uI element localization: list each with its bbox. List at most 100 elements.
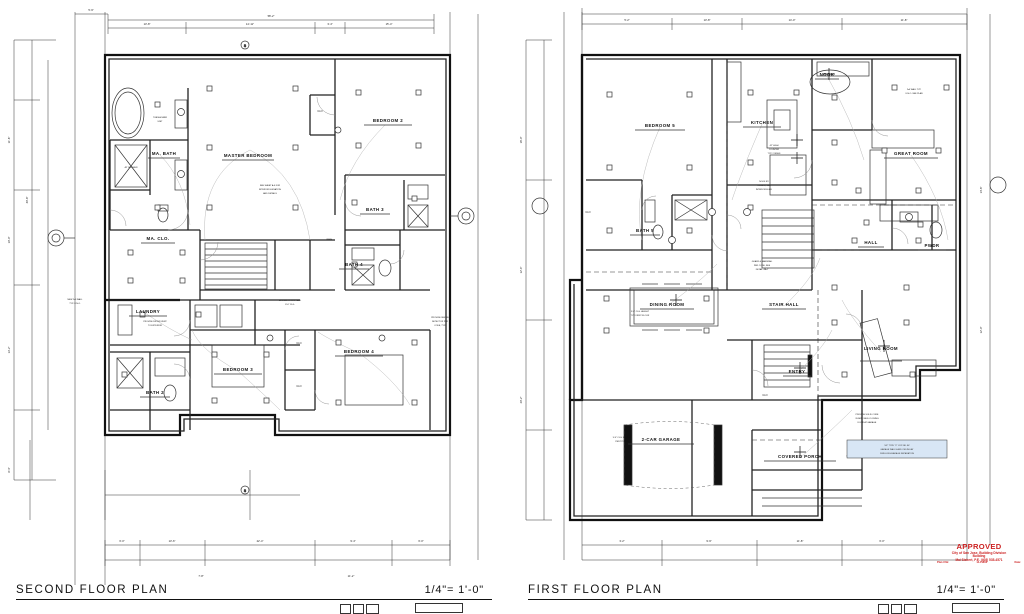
svg-text:14'-0": 14'-0" [789, 18, 796, 22]
electrical-switch-legs [639, 75, 949, 459]
svg-text:6'-0": 6'-0" [119, 539, 124, 543]
annotation-notes: 42" HIGH COUNTER TYP. 2 SIDES NOOK BY OW… [613, 88, 923, 443]
room-labels: MASTER BEDROOM MA. BATH MA. CLO. BEDROOM… [129, 110, 412, 398]
svg-text:13'-8": 13'-8" [144, 22, 151, 26]
svg-text:INTERIOR ELEV.: INTERIOR ELEV. [756, 189, 773, 191]
svg-text:5'-9": 5'-9" [88, 8, 93, 12]
svg-text:NEW 2x6 WALL: NEW 2x6 WALL [68, 298, 84, 301]
door-swings [109, 96, 405, 405]
svg-text:DETAIL 4/A-7: DETAIL 4/A-7 [756, 268, 769, 271]
svg-text:PROVIDE SOLID CORE: PROVIDE SOLID CORE [856, 414, 879, 416]
room-label-bath-4: BATH 4 [339, 262, 369, 270]
garage-slab-outline [623, 421, 715, 489]
svg-text:GUARD & HANDRAIL: GUARD & HANDRAIL [752, 260, 773, 263]
garage-note-box: 5/8" TYPE "X" GYP. BD. AT GARAGE WALLS A… [846, 439, 948, 459]
room-label-bath-3: BATH 3 [360, 207, 390, 215]
svg-text:13'-6": 13'-6" [169, 539, 176, 543]
dimension-text: 5'-2" 13'-8" 14'-0" 11'-8" 3'-2" 9'-9" 1… [519, 18, 983, 543]
room-text: BATH 3 [366, 207, 384, 212]
room-text: MASTER BEDROOM [224, 153, 272, 158]
svg-text:5'-2": 5'-2" [624, 18, 629, 22]
svg-text:11'-8": 11'-8" [901, 18, 908, 22]
room-text: ENTRY [789, 369, 806, 374]
svg-text:3'-4": 3'-4" [327, 22, 332, 26]
room-text: MA. BATH [152, 151, 176, 156]
dimension-lines-top [525, 8, 991, 566]
room-label-closet-entry: CLO [762, 394, 767, 397]
room-text: STAIR HALL [769, 302, 799, 307]
room-label-garage: 2-CAR GARAGE [628, 437, 694, 445]
first-floor-title-block: FIRST FLOOR PLAN 1/4"= 1'-0" [512, 584, 1024, 604]
room-text: PWDR [924, 243, 939, 248]
svg-text:TYP. FIRST FLOOR: TYP. FIRST FLOOR [631, 315, 650, 317]
room-label-master-bedroom: MASTER BEDROOM [222, 153, 274, 161]
room-label-covered-porch: COVERED PORCH [764, 454, 836, 462]
svg-text:S: S [244, 489, 246, 493]
ceiling-and-roof-outlines [586, 62, 956, 441]
dimension-text: 5'-9" 58'-2" 13'-8" 14'-11" 3'-4" 15'-4"… [7, 8, 424, 578]
svg-text:3'-2": 3'-2" [619, 539, 624, 543]
plan-scale: 1/4"= 1'-0" [936, 584, 996, 596]
svg-text:13'-8": 13'-8" [704, 18, 711, 22]
svg-text:14'-6": 14'-6" [979, 187, 983, 194]
room-text: COVERED PORCH [778, 454, 822, 459]
svg-text:U.N.O. SEE PLAN: U.N.O. SEE PLAN [905, 92, 923, 95]
stamp-agency: City of San Jose, Building Division [951, 550, 1007, 555]
svg-text:22'-4": 22'-4" [257, 539, 264, 543]
room-label-living-room: LIVING ROOM [860, 346, 902, 362]
svg-text:20-MIN. SELF-CLOSING: 20-MIN. SELF-CLOSING [855, 418, 879, 420]
dimension-lines-top [74, 12, 479, 585]
svg-text:12'-0": 12'-0" [979, 327, 983, 334]
room-text: 2-CAR GARAGE [642, 437, 681, 442]
svg-text:7'-8": 7'-8" [198, 574, 203, 578]
svg-text:DOOR AT GARAGE: DOOR AT GARAGE [858, 421, 877, 424]
stamp-date: Date: [1014, 561, 1021, 565]
room-label-closet-1: CLO [317, 110, 322, 113]
room-labels: BEDROOM 5 KITCHEN NOOK GREAT ROOM DINING… [585, 72, 946, 462]
svg-text:UNIT: UNIT [158, 121, 164, 123]
svg-text:PROVIDE SMOKE: PROVIDE SMOKE [431, 317, 449, 319]
svg-text:12'-4": 12'-4" [519, 267, 523, 274]
room-label-bedroom-5: BEDROOM 5 [635, 123, 685, 131]
title-underline [528, 599, 1004, 600]
room-text: GREAT ROOM [894, 151, 928, 156]
svg-text:NOOK BY: NOOK BY [759, 181, 769, 183]
legend-box-8 [952, 603, 1000, 613]
svg-text:S: S [244, 44, 246, 48]
svg-text:13'-2": 13'-2" [7, 347, 11, 354]
smoke-detector-symbols: S S [51, 40, 471, 495]
room-label-dining-room: DINING ROOM [640, 302, 694, 310]
stamp-heading: APPROVED [956, 542, 1002, 551]
room-text: DINING ROOM [650, 302, 685, 307]
stamp-engineer: Mai Siebert, P.E. (408) 535-4571 [955, 557, 1003, 562]
room-label-bedroom-3: BEDROOM 3 [214, 367, 262, 375]
svg-text:16'-0": 16'-0" [519, 137, 523, 144]
dimension-lines-left [13, 39, 56, 481]
room-text: BATH 4 [345, 262, 363, 267]
title-underline [16, 599, 492, 600]
room-label-closet-2: CLO [296, 342, 301, 345]
approval-stamp: APPROVED City of San Jose, Building Divi… [935, 542, 1023, 565]
svg-text:20'-2": 20'-2" [519, 397, 523, 404]
room-label-closet-bed5: CLO [585, 211, 590, 214]
plan-scale: 1/4"= 1'-0" [424, 584, 484, 596]
first-floor-linework: 5'-2" 13'-8" 14'-0" 11'-8" 3'-2" 9'-9" 1… [519, 8, 1007, 566]
room-text: BEDROOM 4 [344, 349, 374, 354]
room-label-kitchen: KITCHEN [743, 120, 781, 128]
room-text: BEDROOM 5 [645, 123, 675, 128]
ceiling-fixture-symbols [670, 68, 890, 458]
svg-text:TYP. U.N.O.: TYP. U.N.O. [69, 303, 81, 305]
svg-text:58'-2": 58'-2" [268, 14, 275, 18]
svg-text:6'-0": 6'-0" [879, 539, 884, 543]
room-text: KITCHEN [751, 120, 773, 125]
svg-text:11'-6": 11'-6" [7, 137, 11, 144]
reference-bubbles [47, 207, 475, 247]
svg-text:8'-0" CLG.: 8'-0" CLG. [285, 304, 295, 306]
svg-text:14'-11": 14'-11" [246, 22, 254, 26]
room-label-bedroom-4: BEDROOM 4 [335, 349, 383, 357]
interior-partitions [109, 59, 445, 430]
svg-text:OWNER, SEE: OWNER, SEE [757, 185, 771, 187]
svg-text:9'-0" CLG. W/ SLAB: 9'-0" CLG. W/ SLAB [613, 436, 632, 439]
svg-text:PROVIDE DRYER VENT: PROVIDE DRYER VENT [143, 321, 167, 323]
svg-text:11'-8": 11'-8" [797, 539, 804, 543]
